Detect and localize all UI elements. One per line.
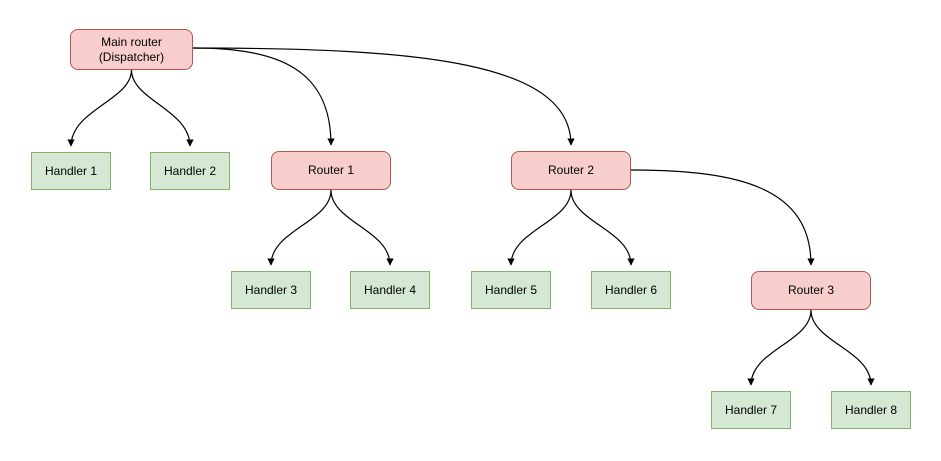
node-router2[interactable]: Router 2 <box>511 151 631 190</box>
node-handler8[interactable]: Handler 8 <box>831 391 911 429</box>
edge-router1-handler4 <box>330 189 394 266</box>
node-handler2[interactable]: Handler 2 <box>150 152 230 190</box>
node-router1[interactable]: Router 1 <box>271 151 391 190</box>
edge-main-router2 <box>192 47 575 146</box>
node-label: Router 1 <box>307 163 355 177</box>
edge-paths <box>67 47 875 386</box>
node-handler1[interactable]: Handler 1 <box>31 152 111 190</box>
edge-main-router1 <box>192 47 335 146</box>
node-label: Handler 8 <box>844 402 898 417</box>
node-label: Handler 3 <box>244 282 298 297</box>
edge-router2-handler6 <box>570 189 635 266</box>
node-handler7[interactable]: Handler 7 <box>711 391 791 429</box>
edge-router1-handler3 <box>267 189 332 266</box>
node-main[interactable]: Main router (Dispatcher) <box>70 29 193 70</box>
node-label: Handler 4 <box>363 282 417 297</box>
edge-main-handler1 <box>67 69 133 147</box>
node-label: Handler 6 <box>604 282 658 297</box>
node-handler4[interactable]: Handler 4 <box>350 271 430 309</box>
node-label: Handler 1 <box>44 163 98 178</box>
edge-router2-handler5 <box>507 189 572 266</box>
node-label: Router 2 <box>547 163 595 177</box>
edge-router3-handler7 <box>747 309 812 386</box>
edge-router3-handler8 <box>810 309 875 386</box>
node-router3[interactable]: Router 3 <box>751 271 871 310</box>
node-label: Main router (Dispatcher) <box>98 34 165 64</box>
node-label: Router 3 <box>787 283 835 297</box>
node-handler3[interactable]: Handler 3 <box>231 271 311 309</box>
edge-main-handler2 <box>130 69 194 147</box>
node-label: Handler 7 <box>724 402 778 417</box>
node-label: Handler 5 <box>484 282 538 297</box>
node-handler6[interactable]: Handler 6 <box>591 271 671 309</box>
edge-router2-router3 <box>630 169 815 266</box>
node-label: Handler 2 <box>163 163 217 178</box>
node-handler5[interactable]: Handler 5 <box>471 271 551 309</box>
